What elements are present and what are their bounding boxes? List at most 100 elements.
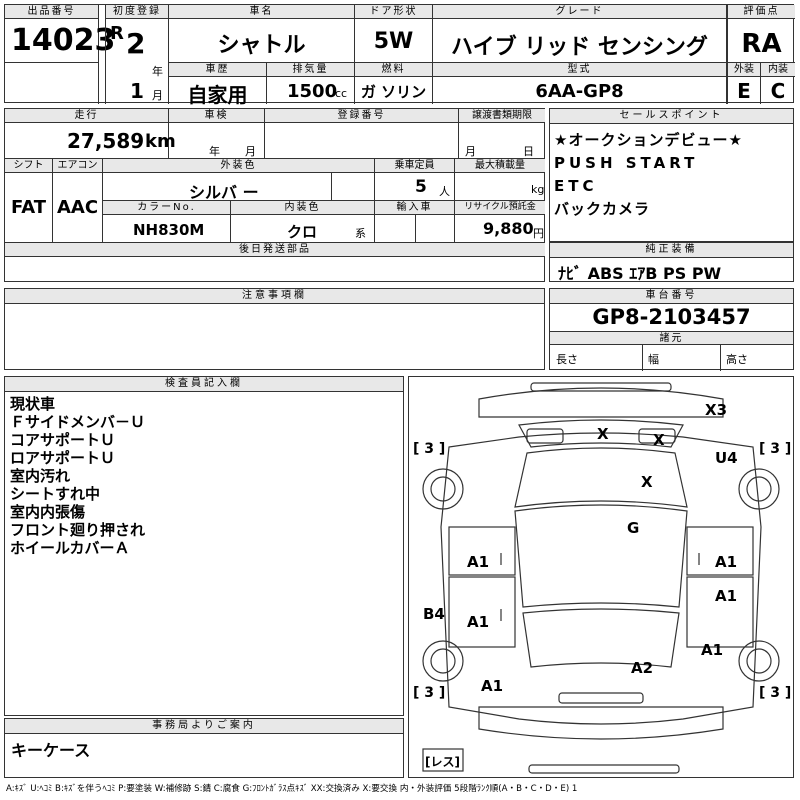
ac-label: エアコン: [53, 159, 102, 173]
reg-month: 1: [130, 79, 144, 103]
car-name: シャトル: [217, 33, 306, 58]
damage-mark: A2: [631, 659, 654, 677]
load-label: 最大積載量: [455, 159, 545, 173]
wheel-front-left: [422, 468, 464, 510]
notes-box: 注意事項欄: [4, 288, 545, 370]
inspector-line: シートすれ中: [10, 485, 101, 503]
regno-label: 登録番号: [265, 109, 458, 123]
rear-window-outline: [522, 608, 680, 668]
recycle-label: リサイクル預託金: [455, 201, 545, 215]
inspector-line: 室内内張傷: [10, 503, 86, 521]
inspection-month: 月: [245, 145, 256, 158]
chassis-box: 車台番号 GP8-2103457 諸元 長さ 幅 高さ: [549, 288, 794, 371]
tire-tread-rear-right: [ 3 ]: [759, 685, 792, 701]
colorno: NH830M: [133, 221, 205, 239]
transfer-day: 日: [523, 145, 534, 158]
damage-mark: A1: [467, 553, 490, 571]
damage-mark: A1: [715, 553, 738, 571]
sales-point-line: PUSH START: [554, 154, 699, 172]
door-label: ドア形状: [355, 5, 432, 19]
fuel-label: 燃料: [355, 63, 432, 77]
mileage-label: 走行: [5, 109, 168, 123]
rear-bumper-outline: [478, 706, 724, 740]
wheel-front-left-inner: [430, 476, 456, 502]
sales-point-label: セールスポイント: [550, 109, 793, 124]
history-cell: 車歴 自家用: [169, 63, 267, 107]
header-block: 出品番号 14023 初度登録 R 2 年 1 月 車名 シャトル ドア形状 5…: [4, 4, 795, 107]
transfer-month: 月: [465, 145, 476, 158]
disp-unit: cc: [335, 87, 348, 100]
mileage: 27,589: [67, 129, 145, 153]
inspector-line: コアサポートＵ: [10, 431, 116, 449]
colorno-cell: カラーNo. NH830M: [103, 201, 231, 243]
equipment-label: 純正装備: [550, 243, 793, 258]
damage-mark: X: [653, 431, 665, 449]
damage-mark: X3: [705, 401, 728, 419]
inspector-line: フロント廻り押され: [10, 521, 146, 539]
ext-cell: 外装 E: [727, 63, 761, 104]
wheel-rear-right: [738, 640, 780, 682]
color-divider: [331, 173, 332, 201]
inspector-line: ロアサポートＵ: [10, 449, 116, 467]
intcolor-label: 内装色: [231, 201, 374, 215]
import-label: 輸入車: [375, 201, 454, 215]
sales-point-line: ★オークションデビュー★: [554, 131, 743, 149]
model: 6AA-GP8: [535, 81, 624, 102]
ext-label: 外装: [728, 63, 760, 77]
mileage-cell: 走行 27,589 km: [5, 109, 176, 159]
damage-mark: A1: [481, 677, 504, 695]
sales-point-line: バックカメラ: [554, 200, 651, 218]
damage-mark: X: [641, 473, 653, 491]
intcolor-cell: 内装色 クロ 系: [231, 201, 375, 243]
recycle-fee: 9,880: [483, 219, 534, 238]
left-rear-door: [448, 576, 516, 648]
color: シルバ ー: [189, 183, 259, 202]
int-cell: 内装 C: [761, 63, 795, 104]
reg-year: 2: [126, 27, 146, 60]
car-diagram: [422, 382, 780, 774]
history: 自家用: [187, 83, 248, 107]
legend: A:ｷｽﾞ U:ﾍｺﾐ B:ｷｽﾞを伴うﾍｺﾐ P:要塗装 W:補修跡 S:錆 …: [6, 784, 578, 794]
recycle-unit: 円: [533, 227, 544, 240]
transfer-label: 譲渡書類期限: [459, 109, 545, 123]
disp-cell: 排気量 1500 cc: [267, 63, 355, 104]
import-divider: [415, 215, 416, 243]
month-unit: 月: [152, 89, 163, 102]
load-cell: 最大積載量 kg: [455, 159, 545, 201]
ext-grade: E: [737, 79, 751, 103]
history-label: 車歴: [169, 63, 266, 77]
equipment-value: ﾅﾋﾞ ABS ｴｱB PS PW: [558, 264, 722, 283]
cabin-outline: [514, 447, 688, 508]
office-text: キーケース: [11, 741, 91, 760]
detail-block: 走行 27,589 km 車検 年 月 登録番号 譲渡書類期限 月 日 シフト …: [4, 108, 545, 282]
displacement: 1500: [287, 81, 338, 102]
length-label: 長さ: [556, 353, 578, 366]
grade: ハイブ リッド センシング: [451, 35, 708, 60]
lot-empty: [5, 63, 99, 104]
fuel-cell: 燃料 ガ ソリン: [355, 63, 433, 104]
inspection-label: 車検: [169, 109, 264, 123]
wheel-rear-right-inner: [746, 648, 772, 674]
car-name-cell: 車名 シャトル: [169, 5, 355, 63]
inspector-line: Ｆサイドメンバ－Ｕ: [10, 413, 146, 431]
intcolor-unit: 系: [355, 227, 366, 240]
damage-mark: A1: [701, 641, 724, 659]
door-cell: ドア形状 5W: [355, 5, 433, 63]
notes-label: 注意事項欄: [5, 289, 544, 304]
lot-number: 14023: [11, 23, 116, 58]
shift-cell: シフト FAT: [5, 159, 53, 243]
shift-label: シフト: [5, 159, 52, 173]
lot-cell: 出品番号 14023: [5, 5, 115, 63]
left-front-door: [448, 526, 516, 576]
body-outline: [440, 432, 762, 725]
model-label: 型式: [433, 63, 726, 77]
spec-divider-1: [642, 345, 643, 371]
sales-point-line: ETC: [554, 177, 598, 195]
spec-label: 諸元: [550, 331, 793, 345]
later-parts-label: 後日発送部品: [5, 243, 545, 257]
inspection-cell: 車検 年 月: [169, 109, 265, 159]
score: RA: [741, 29, 782, 59]
office-label: 事務局よりご案内: [5, 719, 403, 734]
sales-point-box: セールスポイント ★オークションデビュー★ PUSH START ETC バック…: [549, 108, 794, 242]
score-label: 評価点: [728, 5, 795, 19]
